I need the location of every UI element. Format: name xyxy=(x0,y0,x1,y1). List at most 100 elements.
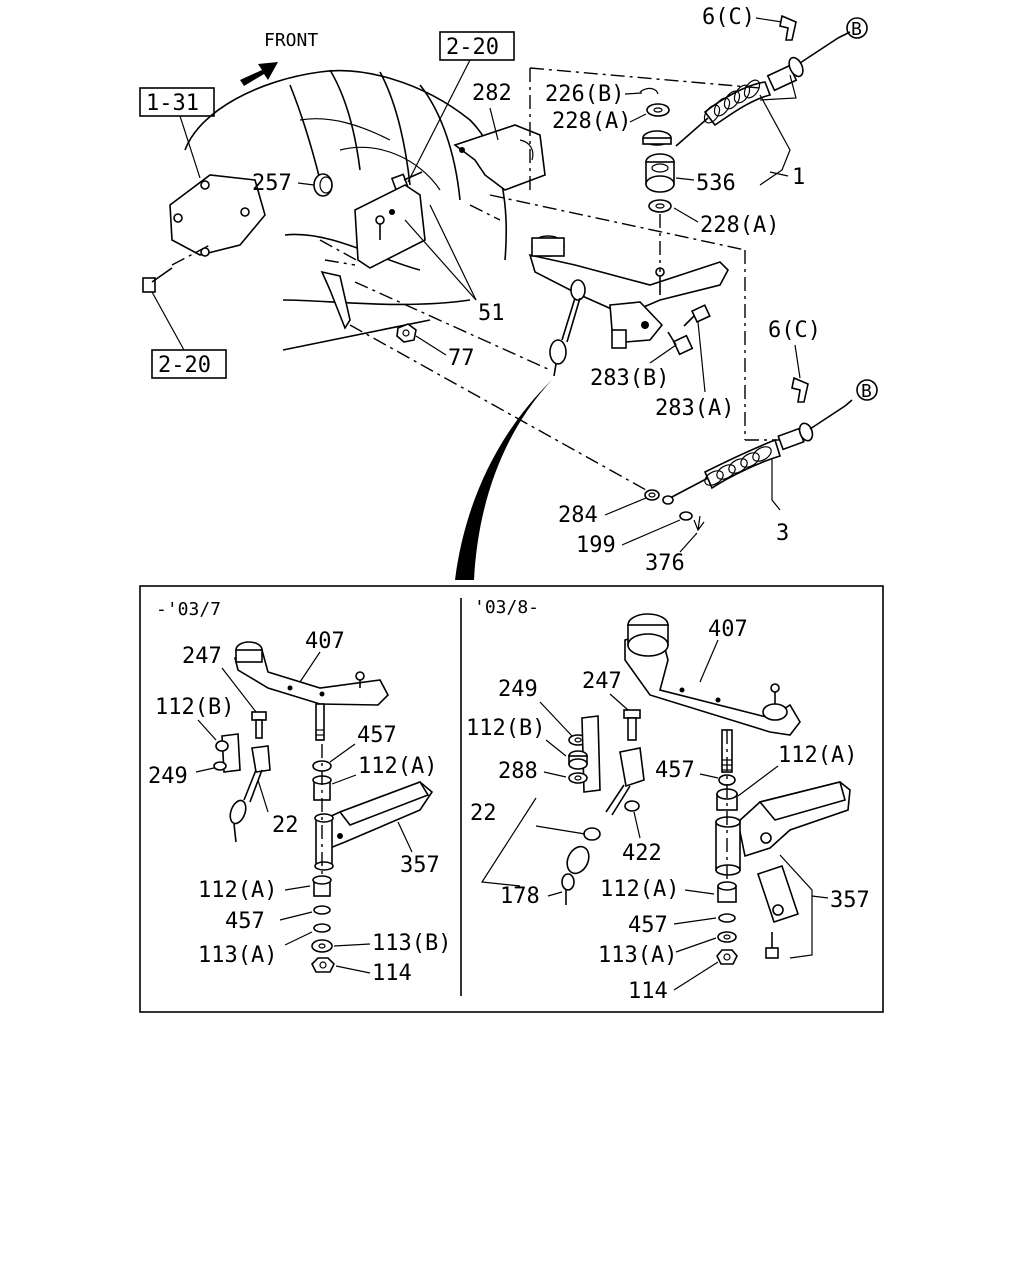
left-link-22 xyxy=(229,745,271,843)
left-part-249 xyxy=(213,761,227,771)
part-199-washer xyxy=(679,511,693,521)
front-arrow-icon xyxy=(240,62,278,86)
clip-6c-mid xyxy=(791,376,809,403)
part-257-bushing xyxy=(313,173,333,197)
label-6c-mid: 6(C) xyxy=(768,318,821,343)
b-mid-text: B xyxy=(861,381,872,402)
left-part-457-bot xyxy=(313,905,331,915)
callout-swoosh xyxy=(455,380,552,580)
left-label-112a-top: 112(A) xyxy=(358,754,437,779)
shift-lever-plate xyxy=(528,235,729,349)
part-282-bracket xyxy=(453,124,546,191)
part-284-washer xyxy=(644,489,660,501)
top-assembly: FRONT 1-31 xyxy=(139,5,878,580)
right-part-114-nut xyxy=(716,949,738,965)
right-part-457-bot xyxy=(718,913,736,923)
label-284: 284 xyxy=(558,503,598,528)
right-part-288 xyxy=(568,772,588,784)
period-left: -'03/7 xyxy=(156,599,221,620)
left-pin-247 xyxy=(251,711,267,739)
left-label-22: 22 xyxy=(272,813,299,838)
right-label-114: 114 xyxy=(628,979,668,1004)
label-77: 77 xyxy=(448,346,475,371)
left-part-113b xyxy=(311,939,333,953)
right-label-22: 22 xyxy=(470,801,497,826)
label-6c-top: 6(C) xyxy=(702,5,755,30)
circle-b-mid-icon: B xyxy=(856,379,878,402)
part-77-nut xyxy=(396,323,417,343)
ref-box-1-31 xyxy=(139,87,215,117)
right-pin-247 xyxy=(623,709,641,741)
ref-2-20-top: 2-20 xyxy=(446,35,499,60)
right-label-407: 407 xyxy=(708,617,748,642)
part-228a-top-washer xyxy=(646,103,670,117)
bolt-bottom-left xyxy=(142,267,173,293)
label-1: 1 xyxy=(792,165,805,190)
ref-2-20-bottom: 2-20 xyxy=(158,353,211,378)
clip-6c-top xyxy=(779,14,797,41)
part-283a-bolt xyxy=(683,304,711,327)
label-228a-top: 228(A) xyxy=(552,109,631,134)
front-label: FRONT xyxy=(264,30,318,51)
left-label-407: 407 xyxy=(305,629,345,654)
shift-link-rod xyxy=(549,279,586,377)
left-label-112a-bot: 112(A) xyxy=(198,878,277,903)
period-right: '03/8- xyxy=(474,597,539,618)
label-283a: 283(A) xyxy=(655,396,734,421)
left-label-113b: 113(B) xyxy=(372,931,451,956)
right-part-178 xyxy=(561,827,601,905)
ref-box-2-20-top xyxy=(439,31,515,61)
right-bolt-357 xyxy=(765,932,779,959)
part-226b xyxy=(639,87,659,95)
left-label-357: 357 xyxy=(400,853,440,878)
cable-3-assembly xyxy=(662,399,853,505)
left-label-249: 249 xyxy=(148,764,188,789)
right-part-422-nut xyxy=(624,800,640,812)
right-label-357: 357 xyxy=(830,888,870,913)
part-283b-bolt xyxy=(667,331,694,356)
label-257: 257 xyxy=(252,171,292,196)
label-199: 199 xyxy=(576,533,616,558)
part-536-bushing xyxy=(642,130,675,193)
right-label-247: 247 xyxy=(582,669,622,694)
right-label-112a-bot: 112(A) xyxy=(600,877,679,902)
left-label-113a: 113(A) xyxy=(198,943,277,968)
detail-left: -'03/7 407 247 112(B) xyxy=(148,599,451,986)
detail-right: '03/8- 407 249 xyxy=(466,597,870,1004)
right-label-112b: 112(B) xyxy=(466,716,545,741)
detail-frame xyxy=(139,585,884,1013)
part-51-bracket xyxy=(354,184,426,269)
right-label-422: 422 xyxy=(622,841,662,866)
right-label-288: 288 xyxy=(498,759,538,784)
label-228a-mid: 228(A) xyxy=(700,213,779,238)
label-3: 3 xyxy=(776,521,789,546)
right-part-113a xyxy=(717,931,737,943)
left-bracket-357 xyxy=(314,781,434,871)
b-top-text: B xyxy=(851,19,862,40)
left-lever-407 xyxy=(234,641,389,741)
left-label-114: 114 xyxy=(372,961,412,986)
label-51: 51 xyxy=(478,301,505,326)
circle-b-top-icon: B xyxy=(846,17,868,40)
ref-1-31: 1-31 xyxy=(146,91,199,116)
left-label-457-bot: 457 xyxy=(225,909,265,934)
label-283b: 283(B) xyxy=(590,366,669,391)
right-label-457-bot: 457 xyxy=(628,913,668,938)
right-link-block xyxy=(605,747,645,816)
left-label-457-top: 457 xyxy=(357,723,397,748)
right-part-112b xyxy=(568,750,588,770)
right-label-249: 249 xyxy=(498,677,538,702)
left-part-114-nut xyxy=(311,957,335,973)
left-label-112b: 112(B) xyxy=(155,695,234,720)
left-label-247: 247 xyxy=(182,644,222,669)
part-228a-mid-washer xyxy=(648,199,672,213)
left-part-112a-bot xyxy=(312,875,332,897)
part-376-pin xyxy=(693,515,705,532)
left-part-113a xyxy=(313,923,331,933)
cable-1-assembly xyxy=(675,31,851,147)
right-part-112a-bot xyxy=(717,881,737,903)
right-bracket-357 xyxy=(715,781,851,924)
label-376: 376 xyxy=(645,551,685,576)
bracket-1-31 xyxy=(169,174,266,257)
